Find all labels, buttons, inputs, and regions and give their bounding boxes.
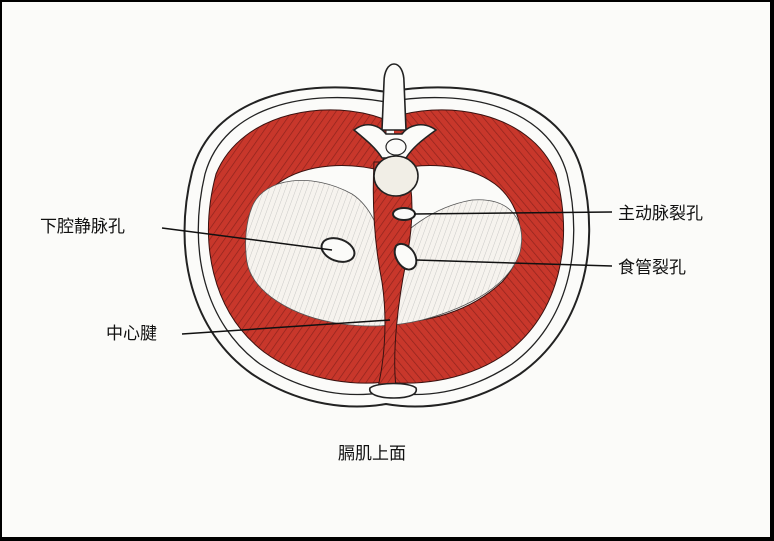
- vertebra-spinous-process: [381, 63, 407, 131]
- label-ivc-foramen: 下腔静脉孔: [40, 217, 125, 237]
- label-central-tendon: 中心腱: [106, 324, 157, 344]
- aortic-hiatus-opening: [392, 207, 416, 221]
- label-esophageal-hiatus: 食管裂孔: [618, 258, 686, 278]
- vertebra-canal: [385, 138, 407, 156]
- leader-line-ivc: [161, 227, 333, 251]
- xiphoid-sternum: [369, 382, 418, 399]
- esophageal-hiatus-opening: [393, 242, 418, 271]
- figure-caption: 膈肌上面: [338, 444, 406, 464]
- label-aortic-hiatus: 主动脉裂孔: [618, 204, 703, 224]
- vertebra-body: [373, 155, 419, 197]
- ivc-foramen-opening: [320, 237, 356, 263]
- leader-line-aortic: [413, 211, 613, 215]
- leader-line-central-tendon: [181, 319, 391, 335]
- leader-line-esophageal: [415, 259, 613, 267]
